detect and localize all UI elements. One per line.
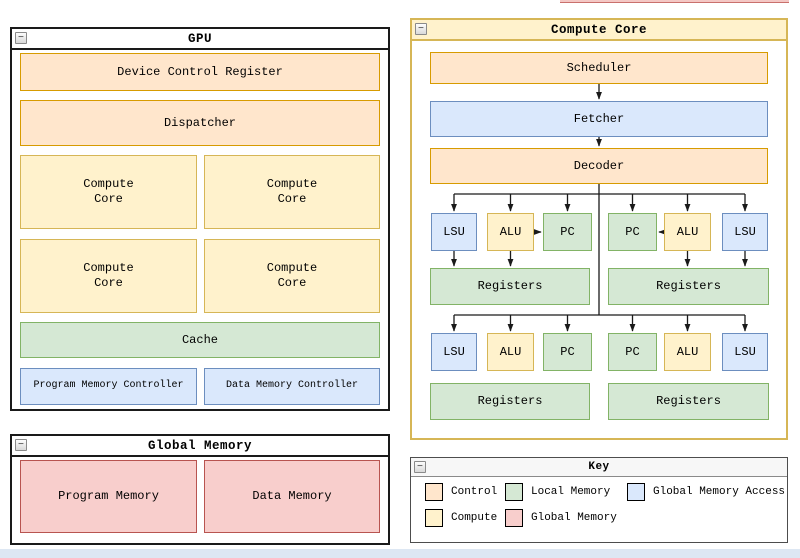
alu-box-row2-right: ALU (664, 333, 711, 371)
legend-label: Control (451, 486, 498, 498)
registers-box-row1-right: Registers (608, 268, 769, 305)
compute-core-box-4: Compute Core (204, 239, 380, 313)
legend-item-global-memory: Global Memory (505, 509, 617, 527)
registers-box-row2-right: Registers (608, 383, 769, 420)
cache-box: Cache (20, 322, 380, 358)
gpu-panel-title: GPU (187, 31, 212, 46)
alu-box-row2-left: ALU (487, 333, 534, 371)
pc-box-row2-right: PC (608, 333, 657, 371)
legend-item-global-memory-access: Global Memory Access (627, 483, 785, 501)
dispatcher-box: Dispatcher (20, 100, 380, 146)
alu-box-row1-right: ALU (664, 213, 711, 251)
key-panel-header: − Key (411, 458, 787, 477)
cropped-shape-artifact (560, 0, 789, 3)
control-color-swatch (425, 483, 443, 501)
compute-core-box-2: Compute Core (204, 155, 380, 229)
legend-label: Local Memory (531, 486, 611, 498)
data-memory-controller-box: Data Memory Controller (204, 368, 380, 405)
legend-item-compute: Compute (425, 509, 497, 527)
global-memory-access-color-swatch (627, 483, 645, 501)
collapse-toggle-button[interactable]: − (15, 32, 27, 44)
pc-box-row2-left: PC (543, 333, 592, 371)
alu-box-row1-left: ALU (487, 213, 534, 251)
program-memory-controller-box: Program Memory Controller (20, 368, 197, 405)
bottom-window-edge (0, 549, 800, 558)
compute-core-box-3: Compute Core (20, 239, 197, 313)
global-memory-panel-header: − Global Memory (12, 436, 388, 457)
pc-box-row1-left: PC (543, 213, 592, 251)
collapse-toggle-button[interactable]: − (415, 23, 427, 35)
compute-core-box-1: Compute Core (20, 155, 197, 229)
legend-label: Global Memory Access (653, 486, 786, 498)
compute-core-panel-title: Compute Core (550, 22, 647, 37)
lsu-box-row2-right: LSU (722, 333, 768, 371)
program-memory-box: Program Memory (20, 460, 197, 533)
key-panel: − Key (410, 457, 788, 543)
compute-core-panel-header: − Compute Core (412, 20, 786, 41)
legend-item-control: Control (425, 483, 497, 501)
compute-color-swatch (425, 509, 443, 527)
global-memory-panel-title: Global Memory (147, 438, 253, 453)
gpu-panel-header: − GPU (12, 29, 388, 50)
decoder-box: Decoder (430, 148, 768, 184)
collapse-toggle-button[interactable]: − (15, 439, 27, 451)
scheduler-box: Scheduler (430, 52, 768, 84)
collapse-toggle-button[interactable]: − (414, 461, 426, 473)
lsu-box-row1-right: LSU (722, 213, 768, 251)
lsu-box-row1-left: LSU (431, 213, 477, 251)
local-memory-color-swatch (505, 483, 523, 501)
key-panel-title: Key (588, 461, 610, 473)
device-control-register-box: Device Control Register (20, 53, 380, 91)
fetcher-box: Fetcher (430, 101, 768, 137)
pc-box-row1-right: PC (608, 213, 657, 251)
data-memory-box: Data Memory (204, 460, 380, 533)
registers-box-row1-left: Registers (430, 268, 590, 305)
lsu-box-row2-left: LSU (431, 333, 477, 371)
legend-label: Compute (451, 512, 498, 524)
registers-box-row2-left: Registers (430, 383, 590, 420)
global-memory-color-swatch (505, 509, 523, 527)
legend-label: Global Memory (531, 512, 617, 524)
legend-item-local-memory: Local Memory (505, 483, 610, 501)
